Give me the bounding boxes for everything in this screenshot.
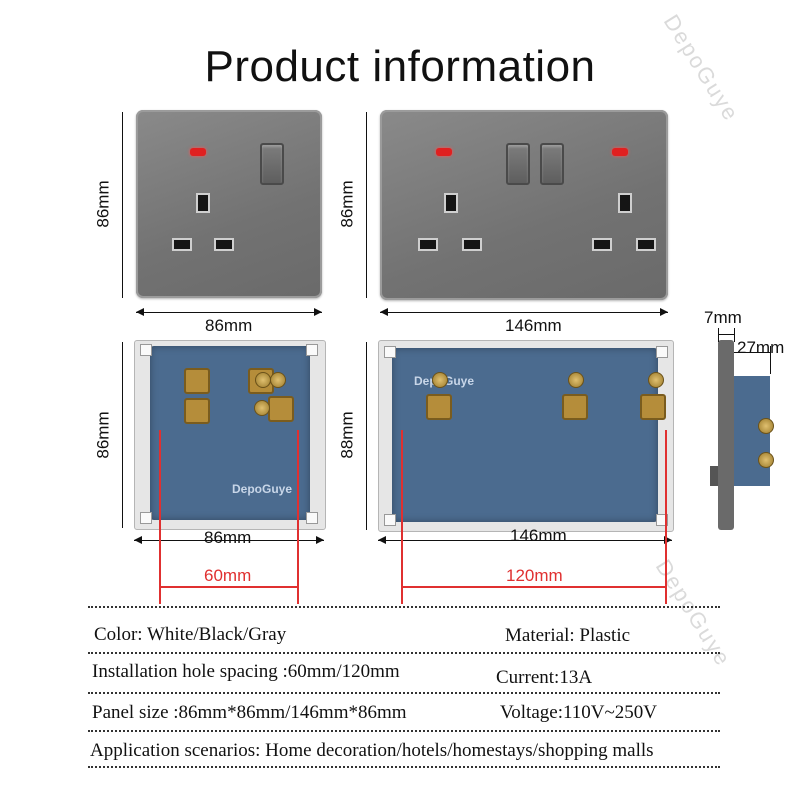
terminal-left (426, 394, 452, 420)
spec-material: Material: Plastic (505, 625, 631, 646)
spec-application: Application scenarios: Home decoration/h… (90, 740, 654, 761)
terminal-screw (648, 372, 664, 388)
terminal-mid-right (640, 394, 666, 420)
terminal-load (268, 396, 294, 422)
right-live-pin-hole (592, 238, 612, 251)
terminal-earth (184, 368, 210, 394)
left-live-pin-hole (418, 238, 438, 251)
power-indicator-led (190, 148, 206, 156)
left-neutral-pin-hole (462, 238, 482, 251)
terminal-screw (254, 400, 270, 416)
watermark-bottom: DepoGuye (650, 555, 737, 672)
switch-rocker (260, 143, 284, 185)
terminal-mid-left (562, 394, 588, 420)
right-neutral-pin-hole (636, 238, 656, 251)
left-power-indicator-led (436, 148, 452, 156)
terminal-screw (255, 372, 271, 388)
spec-divider (88, 692, 720, 694)
right-switch-rocker (540, 143, 564, 185)
spec-divider (88, 730, 720, 732)
live-pin-hole (172, 238, 192, 251)
brand-label: DepoGuye (232, 482, 293, 496)
spec-divider (88, 606, 720, 608)
terminal-neutral (184, 398, 210, 424)
left-switch-rocker (506, 143, 530, 185)
terminal-screw (568, 372, 584, 388)
spec-panel-size: Panel size :86mm*86mm/146mm*86mm (92, 702, 407, 723)
spec-divider (88, 766, 720, 768)
spec-divider (88, 652, 720, 654)
page-title: Product information (204, 42, 596, 91)
spec-current: Current:13A (496, 667, 593, 688)
left-earth-pin-hole (444, 193, 458, 213)
right-power-indicator-led (612, 148, 628, 156)
spec-voltage: Voltage:110V~250V (500, 702, 657, 723)
spec-hole-spacing: Installation hole spacing :60mm/120mm (92, 661, 400, 682)
right-earth-pin-hole (618, 193, 632, 213)
earth-pin-hole (196, 193, 210, 213)
spec-color: Color: White/Black/Gray (94, 624, 287, 645)
terminal-screw (432, 372, 448, 388)
neutral-pin-hole (214, 238, 234, 251)
terminal-screw (270, 372, 286, 388)
